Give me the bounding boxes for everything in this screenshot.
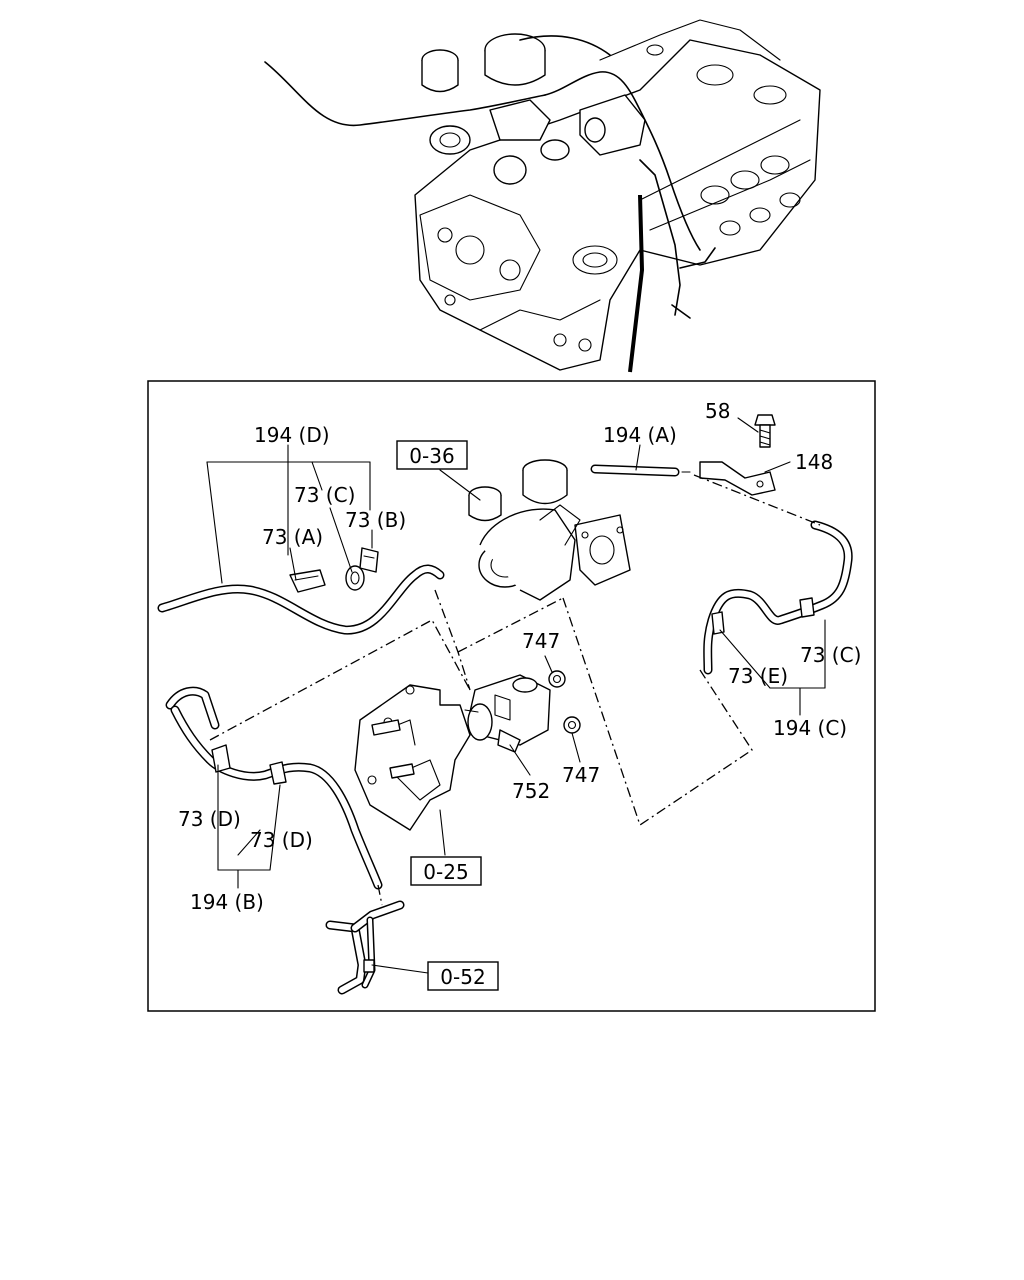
callout-747-top: 747 [522,629,560,653]
dashed-connection-lines [209,474,821,906]
callout-194-b: 194 (B) [190,890,264,914]
callout-58: 58 [705,399,730,423]
callout-73-e: 73 (E) [728,664,788,688]
clamp-73-d-left [211,744,231,773]
reference-label-0-36: 0-36 [409,444,454,468]
reference-box-0-25[interactable]: 0-25 [410,856,482,886]
callout-73-d-right: 73 (D) [250,828,313,852]
callout-73-d-left: 73 (D) [178,807,241,831]
callout-labels: 58 194 (A) 148 194 (D) 73 (C) 73 (B) 73 … [178,399,861,914]
engine-assembly-illustration [264,19,821,373]
nut-747-top [548,670,566,688]
bracket-0-25 [354,684,471,831]
bolt-58 [754,414,776,448]
hose-194-d [157,564,445,635]
exploded-view-frame [147,380,876,1012]
callout-148: 148 [795,450,833,474]
clamp-73-c-top [345,565,365,591]
leader-lines [206,417,826,974]
clamp-73-d-right [269,761,287,785]
reference-label-0-25: 0-25 [423,860,468,884]
callout-752: 752 [512,779,550,803]
clamp-73-b [359,547,379,573]
hose-194-a [590,464,691,477]
callout-747-bottom: 747 [562,763,600,787]
callout-73-b: 73 (B) [345,508,406,532]
reference-label-0-52: 0-52 [440,965,485,989]
reference-box-0-52[interactable]: 0-52 [427,961,499,991]
hose-194-b [165,686,383,890]
callout-73-c-top: 73 (C) [294,483,355,507]
turbocharger-illustration [468,459,631,601]
clamp-73-e [711,611,725,635]
solenoid-valve-752 [464,674,551,753]
callout-194-d: 194 (D) [254,423,330,447]
callout-194-a: 194 (A) [603,423,677,447]
clamp-73-a [289,569,326,593]
pipe-0-52 [325,900,405,995]
nut-747-bottom [563,716,581,734]
callout-73-c-right: 73 (C) [800,643,861,667]
callout-73-a: 73 (A) [262,525,323,549]
reference-box-0-36[interactable]: 0-36 [396,440,468,470]
callout-194-c: 194 (C) [773,716,847,740]
bracket-148 [699,461,776,496]
clamp-73-c-right [799,597,815,618]
